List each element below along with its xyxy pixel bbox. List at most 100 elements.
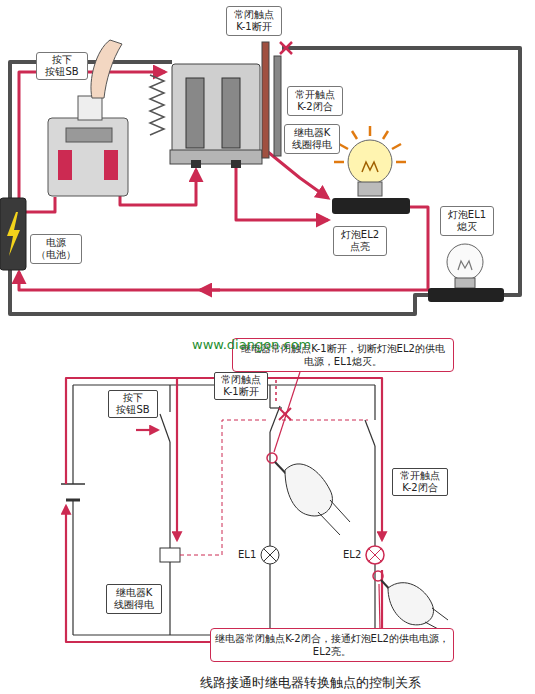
relay-coil-symbol: [160, 548, 180, 562]
relay-coil: [186, 78, 204, 148]
current-path: [176, 378, 178, 540]
node-text: 按下 按钮SB: [39, 54, 85, 78]
callout-box: 按下 按钮SB: [108, 390, 158, 418]
light-ray: [396, 161, 406, 164]
lamp-bulb: [447, 244, 483, 280]
wire: [269, 385, 270, 408]
lightning-symbol: [7, 212, 20, 256]
wire: [169, 562, 170, 635]
relay-spring: [150, 75, 164, 135]
light-ray: [339, 144, 348, 149]
relay-link: [282, 420, 368, 421]
battery: [0, 198, 26, 270]
contact-arm: [262, 42, 269, 158]
wire: [72, 385, 73, 484]
relay-base: [170, 150, 262, 164]
callout-box: 常开触点 K-2闭合: [287, 86, 343, 116]
relay-coil: [222, 78, 240, 148]
current-wire: [120, 170, 196, 205]
light-ray: [334, 161, 344, 164]
lamp-neck: [455, 278, 475, 288]
battery-plate: [61, 483, 85, 485]
hand: [285, 464, 332, 516]
callout-box: 常开触点 K-2闭合: [392, 468, 448, 496]
wire: [374, 446, 375, 546]
wire: [374, 564, 375, 635]
button-body: [48, 118, 128, 196]
hand-cuff: [318, 500, 350, 535]
lamp-filament: [458, 261, 472, 270]
current-wire: [268, 152, 328, 198]
current-wire: [236, 168, 328, 220]
callout-box: 常闭触点 K-1断开: [214, 372, 268, 400]
note-box: 继电器常闭触点K-2闭合，接通灯泡EL2的供电电源，EL2亮。: [210, 628, 454, 662]
wire: [282, 48, 520, 295]
callout-box: 灯泡EL1 熄灭: [440, 206, 494, 236]
relay-terminal: [231, 160, 241, 168]
callout-box: 按下 按钮SB: [36, 52, 88, 80]
wire: [72, 500, 73, 635]
open-mark: [280, 42, 292, 54]
wire: [169, 385, 170, 412]
lamp-symbol: [261, 546, 279, 564]
callout-box: 继电器K 线圈得电: [284, 124, 340, 154]
lamp-base: [332, 198, 410, 214]
wire: [374, 385, 375, 420]
watermark: www.diangon.com: [192, 337, 311, 352]
hand: [388, 583, 433, 625]
lamp-cross: [369, 549, 382, 562]
open-mark: [280, 42, 292, 54]
lamp-symbol: [366, 546, 384, 564]
contact-arm: [274, 56, 281, 156]
node-text: 常闭触点 K-1断开: [217, 374, 265, 398]
hand-cuff: [425, 608, 448, 630]
node-text: 电源 （电池）: [33, 237, 79, 261]
node-text: 灯泡EL1 熄灭: [443, 209, 491, 233]
lamp-bulb: [348, 140, 392, 184]
light-ray: [369, 126, 372, 136]
lamp-cross: [264, 549, 277, 562]
node-text: 常开触点 K-2闭合: [395, 470, 445, 494]
light-ray: [352, 131, 357, 139]
push-arrow: [136, 429, 158, 431]
finger: [91, 40, 122, 98]
relay-frame: [172, 64, 260, 160]
relay-terminal: [191, 160, 201, 168]
lamp-neck: [358, 182, 382, 196]
current-wire: [19, 207, 428, 290]
button-bridge: [66, 128, 112, 142]
switch-blade: [270, 406, 280, 432]
light-ray: [392, 144, 401, 149]
figure-caption: 线路接通时继电器转换触点的控制关系: [150, 674, 470, 692]
wire: [269, 432, 270, 546]
light-ray: [383, 131, 388, 139]
probe-point: [267, 453, 277, 463]
node-text: 常闭触点 K-1断开: [229, 9, 279, 33]
node-text: 常开触点 K-2闭合: [290, 89, 340, 113]
callout-box: 灯泡EL2 点亮: [333, 226, 387, 256]
button-contact: [104, 150, 118, 180]
button-contact: [58, 150, 72, 180]
switch-blade: [160, 414, 170, 442]
lamp-base: [428, 288, 504, 302]
node-text: 继电器K 线圈得电: [109, 587, 159, 611]
probe-point: [373, 571, 383, 581]
leader-line: [379, 584, 380, 630]
callout-box: 常闭触点 K-1断开: [226, 6, 282, 36]
node-text: 继电器常闭触点K-2闭合，接通灯泡EL2的供电电源，EL2亮。: [215, 632, 449, 658]
current-path: [66, 506, 382, 642]
wire: [169, 442, 170, 548]
button-cap: [78, 96, 102, 120]
callout-box: 继电器K 线圈得电: [106, 584, 162, 614]
wire: [269, 564, 270, 635]
battery-plate: [66, 499, 80, 502]
broken-path: [275, 380, 277, 404]
node-text: 继电器K 线圈得电: [287, 127, 337, 151]
current-path: [66, 378, 382, 540]
lamp-filament: [362, 162, 378, 172]
current-wire: [26, 197, 55, 212]
relay-link: [180, 420, 266, 555]
switch-blade: [365, 420, 375, 446]
callout-box: 电源 （电池）: [30, 234, 82, 264]
